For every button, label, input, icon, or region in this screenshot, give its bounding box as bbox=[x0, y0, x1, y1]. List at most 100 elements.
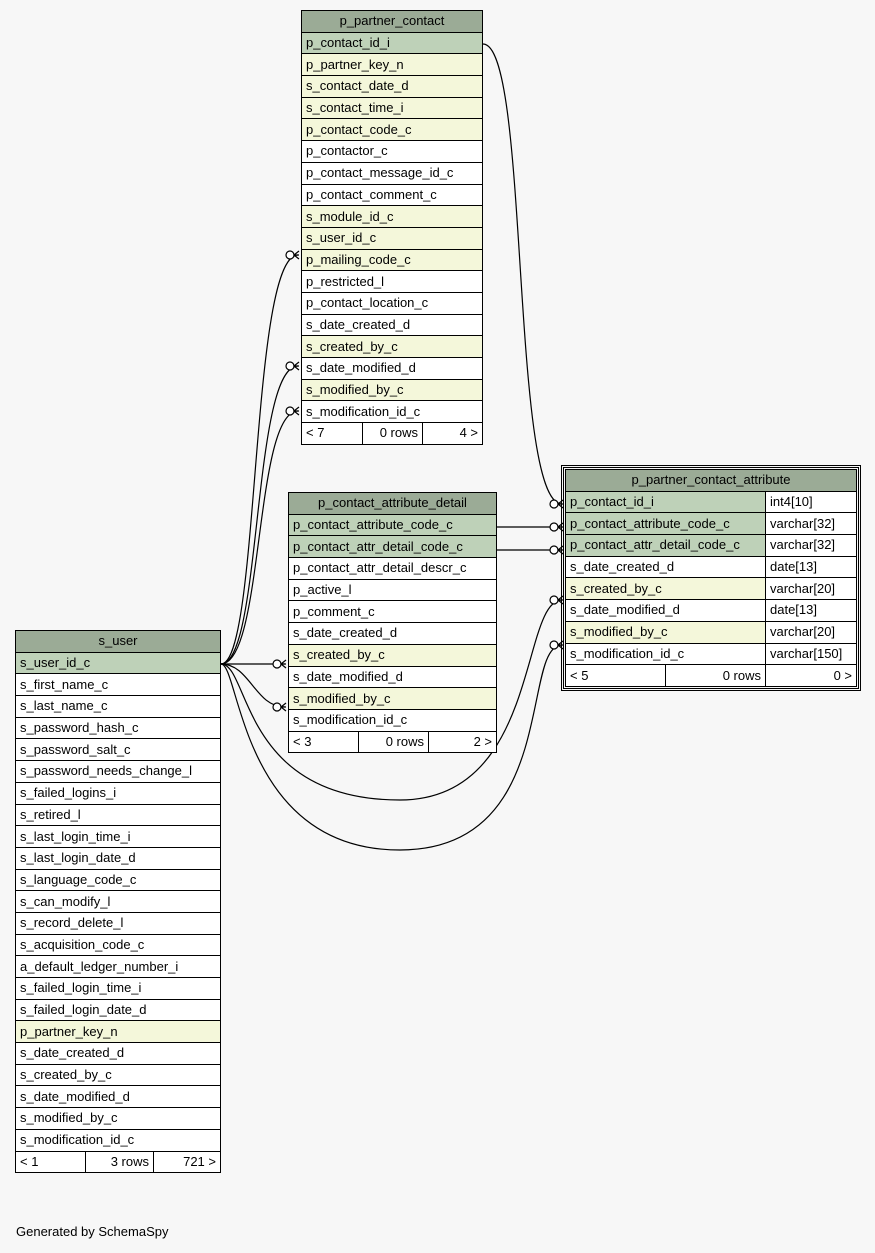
column-row[interactable]: p_active_l bbox=[288, 578, 497, 602]
column-row[interactable]: p_contact_id_i bbox=[301, 31, 483, 55]
column-row[interactable]: s_modification_id_c bbox=[288, 708, 497, 732]
column-name[interactable]: s_failed_login_date_d bbox=[15, 998, 221, 1022]
column-name[interactable]: s_module_id_c bbox=[301, 205, 483, 228]
column-row[interactable]: s_modification_id_c bbox=[301, 400, 483, 424]
column-name[interactable]: s_modified_by_c bbox=[301, 378, 483, 402]
column-row[interactable]: s_date_modified_d bbox=[15, 1085, 221, 1109]
column-name[interactable]: s_date_modified_d bbox=[288, 665, 497, 689]
column-name[interactable]: s_modified_by_c bbox=[15, 1107, 221, 1130]
column-name[interactable]: s_date_created_d bbox=[301, 313, 483, 337]
column-row[interactable]: s_last_login_date_d bbox=[15, 846, 221, 870]
column-row[interactable]: p_comment_c bbox=[288, 600, 497, 624]
table-title[interactable]: p_partner_contact_attribute bbox=[565, 469, 857, 492]
column-row[interactable]: s_date_created_d bbox=[301, 313, 483, 337]
parents-count[interactable]: < 1 bbox=[15, 1150, 86, 1174]
column-name[interactable]: s_first_name_c bbox=[15, 673, 221, 697]
column-name[interactable]: p_restricted_l bbox=[301, 270, 483, 293]
column-name[interactable]: s_acquisition_code_c bbox=[15, 933, 221, 957]
column-name[interactable]: s_created_by_c bbox=[288, 643, 497, 667]
column-row[interactable]: p_contact_attr_detail_descr_c bbox=[288, 557, 497, 580]
column-name[interactable]: s_modification_id_c bbox=[565, 642, 766, 666]
column-name[interactable]: s_can_modify_l bbox=[15, 890, 221, 913]
column-name[interactable]: s_date_modified_d bbox=[15, 1085, 221, 1109]
table-p-contact-attribute-detail[interactable]: p_contact_attribute_detail p_contact_att… bbox=[288, 492, 497, 754]
column-name[interactable]: s_date_modified_d bbox=[565, 599, 766, 622]
column-row[interactable]: s_created_by_c bbox=[288, 643, 497, 667]
column-row[interactable]: s_can_modify_l bbox=[15, 890, 221, 913]
column-name[interactable]: p_contact_comment_c bbox=[301, 183, 483, 207]
children-count[interactable]: 4 > bbox=[422, 422, 483, 445]
column-name[interactable]: s_failed_login_time_i bbox=[15, 977, 221, 1000]
column-name[interactable]: s_last_login_time_i bbox=[15, 825, 221, 848]
column-name[interactable]: s_created_by_c bbox=[301, 335, 483, 358]
column-row[interactable]: s_user_id_c bbox=[301, 226, 483, 250]
column-name[interactable]: s_modification_id_c bbox=[15, 1128, 221, 1152]
column-name[interactable]: p_contact_attribute_code_c bbox=[288, 513, 497, 537]
column-name[interactable]: p_contactor_c bbox=[301, 140, 483, 163]
column-name[interactable]: p_contact_attr_detail_code_c bbox=[565, 534, 766, 557]
column-row[interactable]: s_language_code_c bbox=[15, 868, 221, 892]
column-row[interactable]: s_record_delete_l bbox=[15, 911, 221, 935]
parents-count[interactable]: < 3 bbox=[288, 730, 359, 754]
column-name[interactable]: s_retired_l bbox=[15, 803, 221, 827]
column-row[interactable]: a_default_ledger_number_i bbox=[15, 955, 221, 978]
column-name[interactable]: s_failed_logins_i bbox=[15, 781, 221, 805]
column-row[interactable]: s_password_needs_change_l bbox=[15, 760, 221, 783]
column-row[interactable]: s_first_name_c bbox=[15, 673, 221, 697]
column-row[interactable]: s_date_created_d bbox=[15, 1042, 221, 1065]
column-row[interactable]: p_contact_attribute_code_c bbox=[288, 513, 497, 537]
column-row[interactable]: s_last_name_c bbox=[15, 695, 221, 718]
column-name[interactable]: s_language_code_c bbox=[15, 868, 221, 892]
column-name[interactable]: s_modification_id_c bbox=[288, 708, 497, 732]
column-name[interactable]: p_contact_code_c bbox=[301, 118, 483, 142]
column-name[interactable]: s_date_modified_d bbox=[301, 357, 483, 380]
column-row[interactable]: p_contactor_c bbox=[301, 140, 483, 163]
children-count[interactable]: 2 > bbox=[428, 730, 497, 754]
column-name[interactable]: s_modified_by_c bbox=[565, 620, 766, 644]
column-name[interactable]: a_default_ledger_number_i bbox=[15, 955, 221, 978]
column-row[interactable]: p_contact_comment_c bbox=[301, 183, 483, 207]
column-row[interactable]: s_date_modified_d bbox=[288, 665, 497, 689]
column-name[interactable]: s_last_login_date_d bbox=[15, 846, 221, 870]
column-row[interactable]: s_last_login_time_i bbox=[15, 825, 221, 848]
column-name[interactable]: s_contact_date_d bbox=[301, 75, 483, 98]
children-count[interactable]: 0 > bbox=[765, 664, 857, 687]
column-name[interactable]: p_comment_c bbox=[288, 600, 497, 624]
column-row[interactable]: s_acquisition_code_c bbox=[15, 933, 221, 957]
column-row[interactable]: s_contact_time_i bbox=[301, 96, 483, 120]
column-row[interactable]: p_contact_message_id_c bbox=[301, 161, 483, 185]
column-row[interactable]: s_failed_logins_i bbox=[15, 781, 221, 805]
table-title[interactable]: p_contact_attribute_detail bbox=[288, 492, 497, 515]
column-row[interactable]: p_restricted_l bbox=[301, 270, 483, 293]
table-p-partner-contact-attribute[interactable]: p_partner_contact_attribute p_contact_id… bbox=[561, 465, 861, 691]
parents-count[interactable]: < 7 bbox=[301, 422, 363, 445]
column-row[interactable]: s_created_by_c bbox=[301, 335, 483, 358]
column-row[interactable]: s_retired_l bbox=[15, 803, 221, 827]
column-name[interactable]: p_active_l bbox=[288, 578, 497, 602]
column-name[interactable]: s_password_needs_change_l bbox=[15, 760, 221, 783]
column-row[interactable]: s_module_id_c bbox=[301, 205, 483, 228]
column-row[interactable]: s_modified_by_c bbox=[301, 378, 483, 402]
column-name[interactable]: s_contact_time_i bbox=[301, 96, 483, 120]
column-name[interactable]: s_password_hash_c bbox=[15, 716, 221, 740]
column-name[interactable]: p_contact_attr_detail_descr_c bbox=[288, 557, 497, 580]
column-row[interactable]: p_contact_attr_detail_code_c bbox=[288, 535, 497, 559]
column-name[interactable]: s_created_by_c bbox=[15, 1063, 221, 1087]
column-row[interactable]: p_mailing_code_c bbox=[301, 248, 483, 272]
column-name[interactable]: p_partner_key_n bbox=[15, 1020, 221, 1044]
column-name[interactable]: s_modified_by_c bbox=[288, 687, 497, 710]
column-row[interactable]: s_modified_by_c bbox=[288, 687, 497, 710]
column-name[interactable]: s_last_name_c bbox=[15, 695, 221, 718]
column-row[interactable]: s_failed_login_time_i bbox=[15, 977, 221, 1000]
column-row[interactable]: s_user_id_c bbox=[15, 651, 221, 675]
column-row[interactable]: s_modified_by_c bbox=[15, 1107, 221, 1130]
